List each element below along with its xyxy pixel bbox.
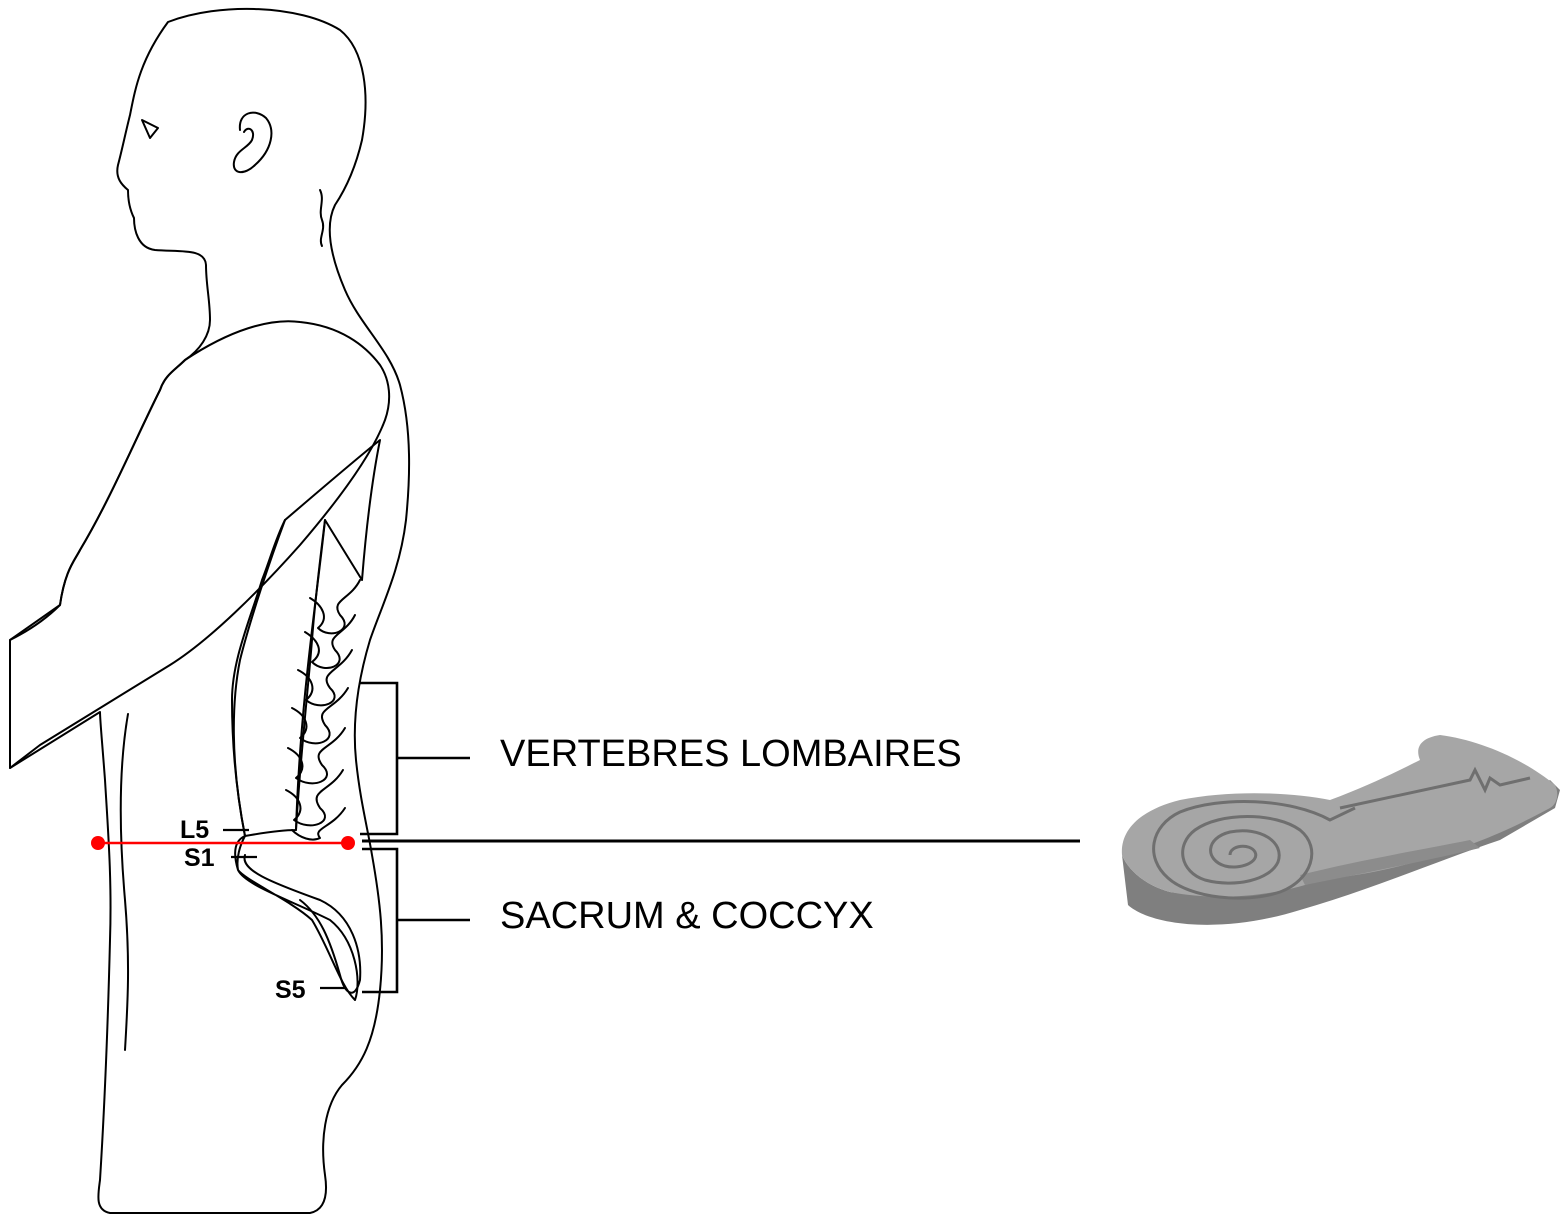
- vertebra-ticks: [223, 830, 346, 988]
- s5-label: S5: [275, 976, 306, 1004]
- sacrum-outline: [244, 855, 360, 993]
- sacral-region-label: SACRUM & COCCYX: [500, 895, 874, 937]
- lumbar-bracket: [360, 683, 397, 834]
- lumbar-region-label: VERTEBRES LOMBAIRES: [500, 733, 962, 775]
- eye: [142, 120, 158, 138]
- spiral-coil-device-icon: [1122, 735, 1560, 925]
- red-point-back: [341, 836, 355, 850]
- l5-label: L5: [180, 816, 209, 844]
- sacral-bracket: [362, 849, 397, 992]
- body-silhouette: [10, 9, 409, 1213]
- human-profile-figure: [10, 9, 409, 1213]
- red-point-front: [91, 836, 105, 850]
- s1-label: S1: [184, 844, 215, 872]
- region-brackets: [360, 683, 470, 992]
- ear: [234, 113, 272, 173]
